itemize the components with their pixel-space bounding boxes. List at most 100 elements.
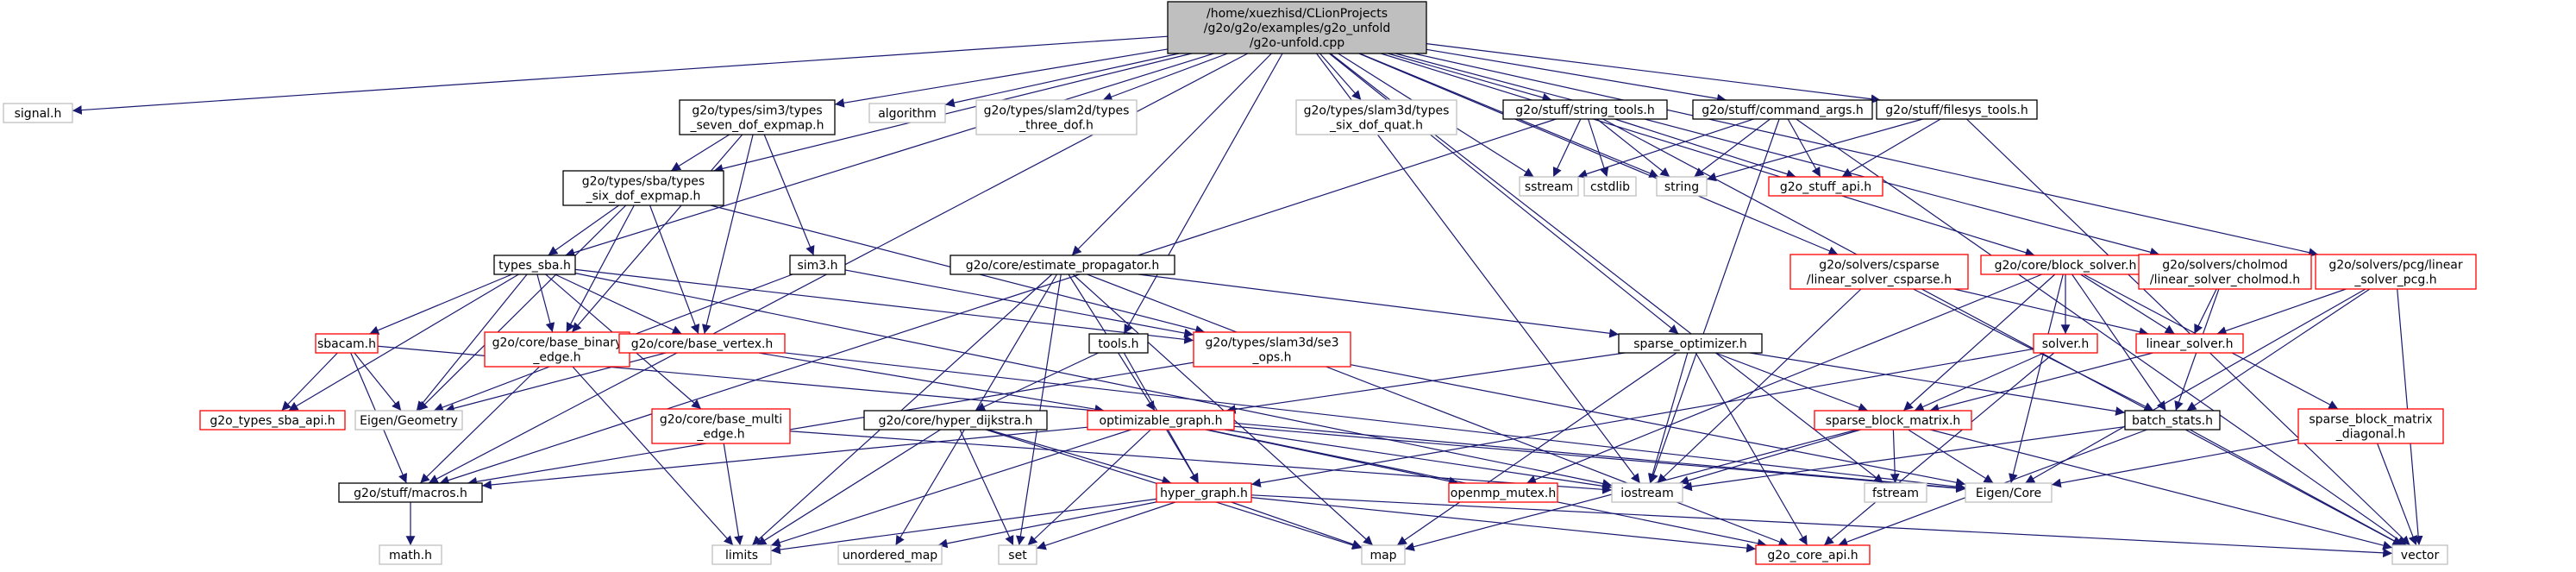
node-label-sparseopt-line-0: sparse_optimizer.h (1633, 337, 1747, 351)
node-box-string (1656, 176, 1708, 197)
node-hypergraph[interactable]: hyper_graph.h (1156, 482, 1252, 503)
node-slam2d: g2o/types/slam2d/types_three_dof.h (975, 99, 1138, 135)
edge-root-to-typessba (565, 53, 1214, 257)
node-sparseopt[interactable]: sparse_optimizer.h (1618, 333, 1763, 354)
node-basevertex[interactable]: g2o/core/base_vertex.h (618, 333, 786, 354)
edge-basemulti-to-limits (723, 443, 743, 546)
node-box-cstdlib (1583, 176, 1637, 197)
edge-optgraph-to-iostream (1224, 429, 1613, 491)
edge-sparseopt-to-map (1396, 352, 1677, 546)
node-basemulti[interactable]: g2o/core/base_multi_edge.h (651, 408, 791, 444)
node-linsolver[interactable]: linear_solver.h (2135, 333, 2244, 354)
node-csparse[interactable]: g2o/solvers/csparse/linear_solver_cspars… (1789, 254, 1969, 290)
edge-root-to-cmdargs (1426, 48, 1727, 104)
node-stuffapi[interactable]: g2o_stuff_api.h (1768, 176, 1883, 197)
edge-root-to-slam2d (1102, 53, 1228, 102)
node-coreapi[interactable]: g2o_core_api.h (1755, 544, 1871, 565)
node-macros[interactable]: g2o/stuff/macros.h (338, 482, 483, 503)
node-root[interactable]: /home/xuezhisd/CLionProjects/g2o/g2o/exa… (1167, 1, 1427, 54)
node-label-batchstats-line-0: batch_stats.h (2132, 414, 2213, 428)
node-sbatypes[interactable]: g2o/types/sba/types_six_dof_expmap.h (562, 170, 724, 206)
edge-root-to-fstools (1426, 43, 1881, 104)
edge-solver-to-sparseblock (1914, 352, 2045, 412)
edge-hypergraph-to-vector (1250, 494, 2393, 558)
edge-typessba-to-eigengeo (416, 273, 528, 412)
node-box-optgraph (1087, 410, 1235, 431)
node-label-stringtools-line-0: g2o/stuff/string_tools.h (1515, 104, 1654, 117)
edge-sparseblock-to-iostream (1679, 429, 1861, 486)
node-label-limits-line-0: limits (725, 549, 758, 563)
edge-stringtools-to-macros (439, 118, 1557, 485)
node-tools[interactable]: tools.h (1088, 333, 1149, 354)
node-sim3[interactable]: sim3.h (789, 255, 846, 275)
node-label-sparseblock-line-0: sparse_block_matrix.h (1826, 414, 1961, 428)
node-typessba[interactable]: types_sba.h (493, 255, 576, 275)
node-dijkstra[interactable]: g2o/core/hyper_dijkstra.h (863, 410, 1048, 431)
node-mathh: math.h (379, 544, 442, 565)
node-box-sstream (1519, 176, 1579, 197)
edge-dijkstra-to-set (959, 429, 1014, 546)
node-solver[interactable]: solver.h (2033, 333, 2098, 354)
node-openmp[interactable]: openmp_mutex.h (1448, 482, 1558, 503)
edge-optgraph-to-set (1027, 429, 1151, 546)
edge-stringtools-to-stuffapi (1614, 118, 1796, 179)
node-signal: signal.h (3, 103, 73, 123)
node-cholmod[interactable]: g2o/solvers/cholmod/linear_solver_cholmo… (2138, 254, 2312, 290)
node-sparseblock[interactable]: sparse_block_matrix.h (1814, 410, 1972, 431)
node-batchstats[interactable]: batch_stats.h (2124, 410, 2221, 431)
edge-basevertex-to-eigencore (784, 352, 1966, 492)
node-box-eigencore (1965, 482, 2053, 503)
node-box-solver (2033, 333, 2098, 354)
edge-root-to-cholmod (1395, 53, 2160, 257)
node-label-basebinary-line-0: g2o/core/base_binary (492, 336, 623, 349)
edge-typessba-to-basevertex (555, 273, 682, 335)
edge-basebinary-to-macros (419, 366, 540, 484)
edge-typessba-to-se3ops (574, 268, 1194, 344)
node-label-dijkstra-line-0: g2o/core/hyper_dijkstra.h (879, 414, 1033, 428)
node-label-sbatypes-line-0: g2o/types/sba/types (582, 174, 705, 188)
node-unorderedmap: unordered_map (837, 544, 943, 565)
node-sim3types[interactable]: g2o/types/sim3/types_seven_dof_expmap.h (679, 99, 836, 135)
edge-hypergraph-to-set (1036, 501, 1176, 550)
node-label-sim3types-line-1: _seven_dof_expmap.h (689, 118, 824, 132)
node-label-sbmdiag-line-0: sparse_block_matrix (2309, 412, 2432, 426)
edge-sbacam-to-typessbaapi (281, 352, 338, 412)
edge-hypergraph-to-map (1231, 501, 1363, 549)
edge-estprop-to-sparseopt (1138, 273, 1620, 338)
node-box-dijkstra (863, 410, 1048, 431)
node-vector: vector (2391, 544, 2448, 565)
node-label-coreapi-line-0: g2o_core_api.h (1767, 549, 1858, 563)
node-sbacam[interactable]: sbacam.h (315, 333, 379, 354)
node-typessbaapi[interactable]: g2o_types_sba_api.h (199, 410, 346, 431)
edge-sim3types-to-sim3 (763, 134, 815, 256)
node-label-sbatypes-line-1: _six_dof_expmap.h (586, 189, 701, 203)
node-stringtools[interactable]: g2o/stuff/string_tools.h (1502, 99, 1668, 120)
node-estprop[interactable]: g2o/core/estimate_propagator.h (950, 255, 1175, 275)
edge-optgraph-to-macros (481, 426, 1088, 490)
edge-typessba-to-sbacam (369, 273, 512, 335)
edge-solver-to-hypergraph (1250, 348, 2034, 487)
edge-basemulti-to-iostream (789, 431, 1613, 494)
node-se3ops[interactable]: g2o/types/slam3d/se3_ops.h (1193, 331, 1351, 368)
node-cmdargs[interactable]: g2o/stuff/command_args.h (1692, 99, 1873, 120)
node-optgraph[interactable]: optimizable_graph.h (1087, 410, 1235, 431)
node-box-csparse (1789, 254, 1969, 290)
node-label-eigencore-line-0: Eigen/Core (1976, 487, 2041, 500)
node-label-fstools-line-0: g2o/stuff/filesys_tools.h (1885, 104, 2028, 117)
node-fstools[interactable]: g2o/stuff/filesys_tools.h (1876, 99, 2038, 120)
node-box-slam3d (1295, 99, 1457, 135)
node-label-blocksolver-line-0: g2o/core/block_solver.h (1995, 259, 2137, 273)
nodes-layer: /home/xuezhisd/CLionProjects/g2o/g2o/exa… (3, 1, 2477, 565)
edge-root-to-pcg (1413, 53, 2319, 257)
node-box-map (1361, 544, 1406, 565)
node-pcg[interactable]: g2o/solvers/pcg/linear_solver_pcg.h (2315, 254, 2477, 290)
edge-hypergraph-to-limits (770, 498, 1157, 555)
node-basebinary[interactable]: g2o/core/base_binary_edge.h (484, 331, 630, 368)
node-sbmdiag[interactable]: sparse_block_matrix_diagonal.h (2297, 408, 2444, 444)
node-label-stuffapi-line-0: g2o_stuff_api.h (1780, 180, 1871, 194)
node-blocksolver[interactable]: g2o/core/block_solver.h (1980, 255, 2151, 275)
edge-blocksolver-to-linsolver (2080, 273, 2175, 335)
node-box-signal (3, 103, 73, 123)
node-box-slam2d (975, 99, 1138, 135)
edge-sim3types-to-sbatypes (670, 134, 730, 172)
